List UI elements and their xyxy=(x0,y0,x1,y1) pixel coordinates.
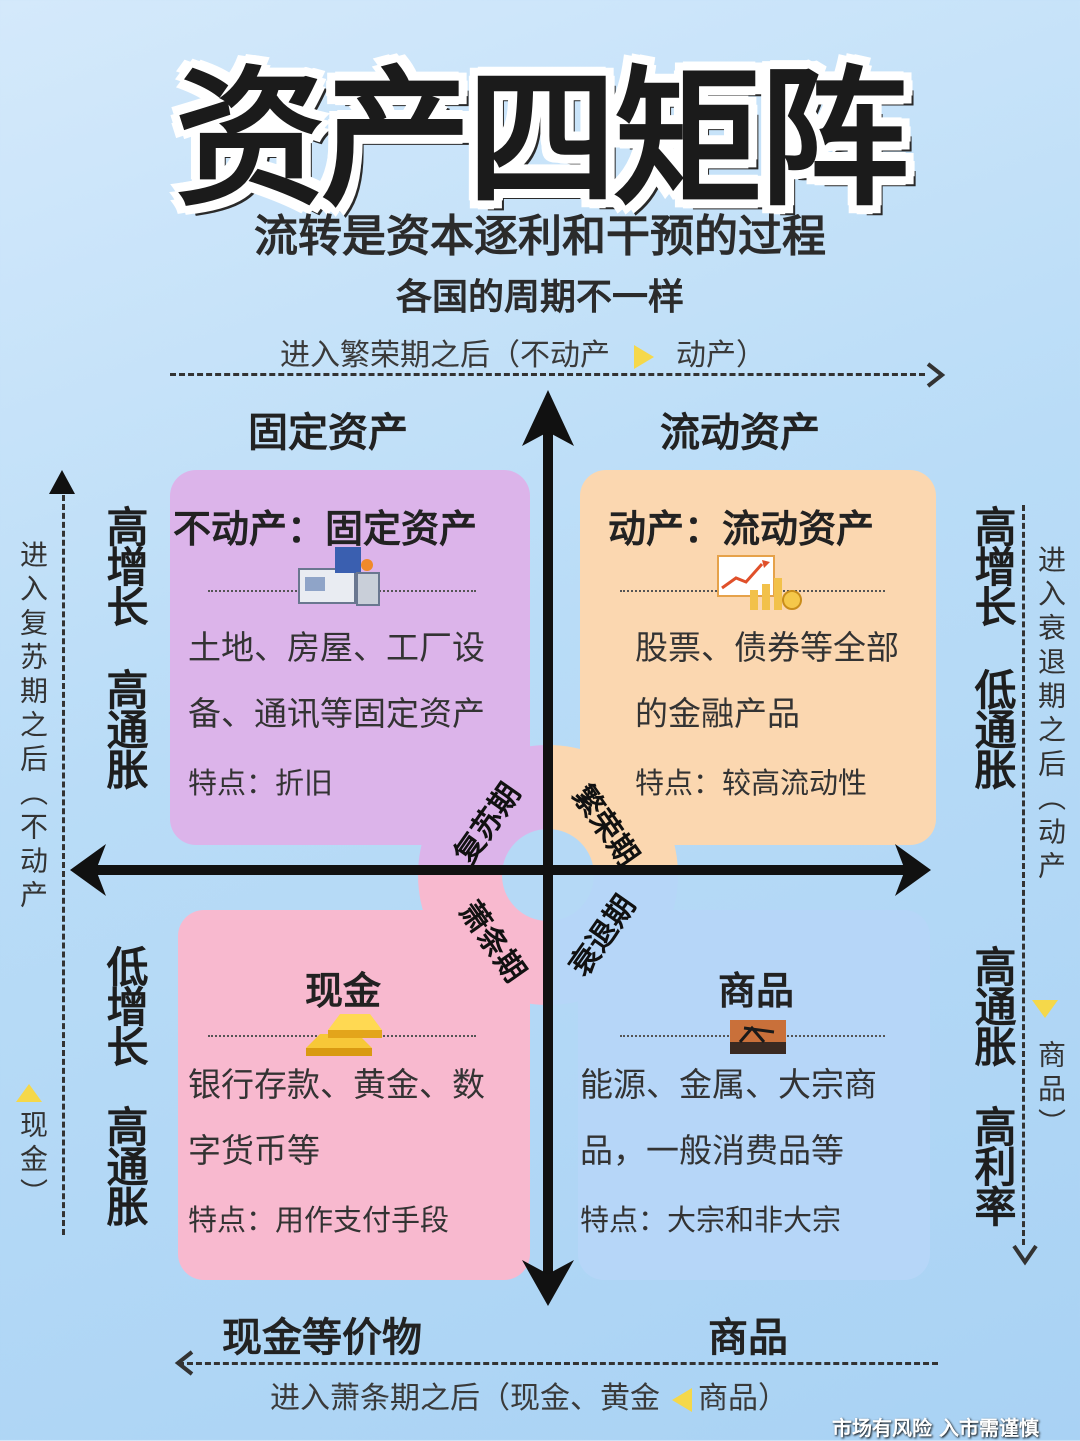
axis-arrow-right-icon xyxy=(895,844,931,896)
card-commodity-line2: 品，一般消费品等 xyxy=(580,1131,844,1170)
left-bottom-label-inflation: 高通胀 xyxy=(100,1105,149,1225)
footer-disclaimer: 市场有风险 入市需谨慎 xyxy=(832,1416,1039,1440)
right-dashed-line xyxy=(1022,505,1025,1245)
right-hint-top: 进入衰退期之后（动产 xyxy=(1034,545,1067,885)
top-dashed-line xyxy=(170,373,925,376)
left-top-label-inflation: 高通胀 xyxy=(100,668,149,788)
header-commodities: 商品 xyxy=(708,1315,788,1361)
cycle-ring xyxy=(418,745,678,1005)
axis-arrow-down-icon xyxy=(522,1260,574,1306)
right-top-label-inflation: 低通胀 xyxy=(968,668,1017,788)
card-movable-line1: 股票、债券等全部 xyxy=(635,628,899,667)
finance-chart-icon xyxy=(717,555,802,610)
top-hint: 进入繁荣期之后（不动产 动产） xyxy=(280,330,766,374)
card-commodity-title: 商品 xyxy=(718,969,795,1013)
top-hint-right: 动产） xyxy=(676,338,766,373)
oil-pump-icon xyxy=(730,1020,786,1054)
header-fixed-assets: 固定资产 xyxy=(248,410,408,456)
header-current-assets: 流动资产 xyxy=(660,410,820,456)
card-real-estate-line2: 备、通讯等固定资产 xyxy=(188,694,485,733)
top-hint-left: 进入繁荣期之后（不动产 xyxy=(280,338,610,373)
vertical-axis xyxy=(543,420,553,1290)
bottom-hint: 进入萧条期之后（现金、黄金 商品） xyxy=(270,1373,788,1417)
header-cash-equivalents: 现金等价物 xyxy=(222,1315,422,1361)
bottom-dashed-line xyxy=(178,1362,938,1365)
right-hint-yellow-arrow-icon xyxy=(1032,1000,1058,1018)
card-cash-line2: 字货币等 xyxy=(188,1131,320,1170)
left-dashed-line xyxy=(62,495,65,1235)
right-bottom-label-inflation: 高通胀 xyxy=(968,945,1017,1065)
horizontal-axis xyxy=(90,865,910,875)
left-bottom-label-growth: 低增长 xyxy=(100,945,149,1065)
subtitle-secondary: 各国的周期不一样 xyxy=(395,277,684,318)
card-real-estate-line1: 土地、房屋、工厂设 xyxy=(188,628,485,667)
bottom-yellow-arrow-icon xyxy=(672,1388,692,1412)
card-movable-title: 动产：流动资产 xyxy=(608,507,875,551)
left-top-label-growth: 高增长 xyxy=(100,505,149,625)
right-arrow-down-icon xyxy=(1012,1244,1038,1266)
card-commodity-line1: 能源、金属、大宗商 xyxy=(580,1065,877,1104)
gold-bar-icon xyxy=(306,1014,382,1056)
card-real-estate-feature: 特点：折旧 xyxy=(188,766,334,800)
card-commodity xyxy=(578,910,930,1280)
card-cash-line1: 银行存款、黄金、数 xyxy=(188,1065,485,1104)
top-arrow-head-icon xyxy=(926,362,946,388)
yellow-arrow-icon xyxy=(634,345,654,369)
right-top-label-growth: 高增长 xyxy=(968,505,1017,625)
left-hint-bottom: 现金） xyxy=(16,1110,49,1212)
left-hint-yellow-arrow-icon xyxy=(16,1084,42,1102)
factory-machine-icon xyxy=(298,547,380,606)
left-arrow-up-icon xyxy=(49,470,75,494)
bottom-hint-left: 进入萧条期之后（现金、黄金 xyxy=(270,1381,660,1416)
card-cash-feature: 特点：用作支付手段 xyxy=(188,1203,450,1237)
subtitle: 流转是资本逐利和干预的过程 xyxy=(254,211,826,262)
card-real-estate-title: 不动产：固定资产 xyxy=(173,507,478,551)
bottom-hint-right: 商品） xyxy=(698,1381,788,1416)
page-title: 资产四矩阵 xyxy=(174,53,909,227)
card-cash-title: 现金 xyxy=(305,969,382,1013)
right-bottom-label-rate: 高利率 xyxy=(968,1105,1017,1225)
card-commodity-feature: 特点：大宗和非大宗 xyxy=(580,1203,842,1237)
axis-arrow-left-icon xyxy=(70,844,106,896)
axis-arrow-up-icon xyxy=(522,390,574,446)
right-hint-bottom: 商品） xyxy=(1034,1040,1067,1142)
card-movable-feature: 特点：较高流动性 xyxy=(635,766,868,800)
left-hint-top: 进入复苏期之后（不动产 xyxy=(16,540,49,914)
card-movable-line2: 的金融产品 xyxy=(635,694,800,733)
